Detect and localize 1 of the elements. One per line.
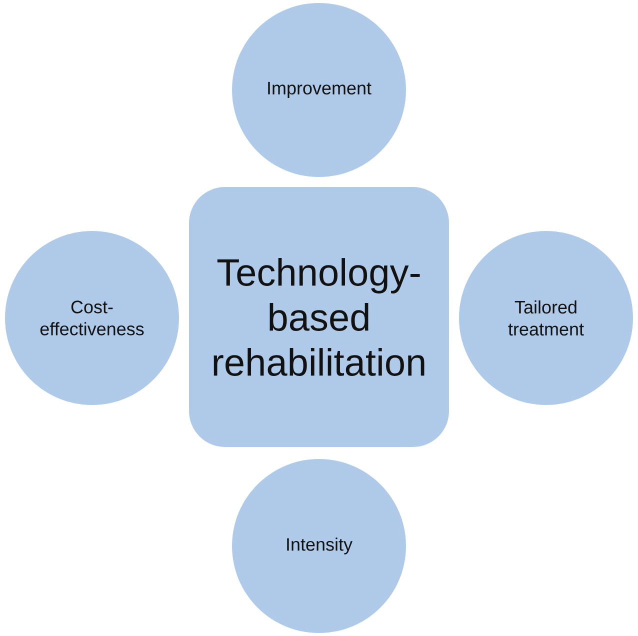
rounded-box: Technology- based rehabilitation: [189, 187, 449, 447]
